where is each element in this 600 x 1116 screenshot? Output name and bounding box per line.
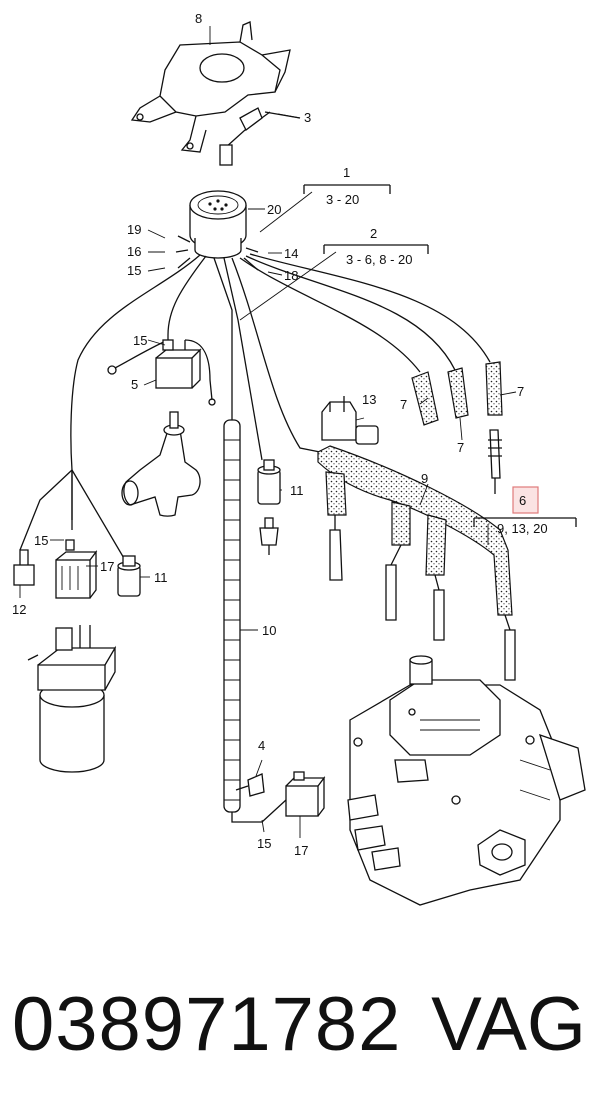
footer: 038971782 VAG [0,975,600,1095]
clip-4 [235,773,265,797]
callout-11a: 11 [290,483,304,498]
callout-9: 9 [421,471,428,486]
callout-19: 19 [127,222,141,237]
callout-8: 8 [195,11,202,26]
callout-15b: 15 [133,333,147,348]
ignition-coil [27,625,117,773]
wiring-harness-diagram: 8 3 1 3 - 20 20 2 3 - 6, 8 - 20 19 16 15… [12,11,586,906]
callout-10: 10 [262,623,276,638]
callout-2: 2 [370,226,377,241]
callout-labels: 8 3 1 3 - 20 20 2 3 - 6, 8 - 20 19 16 15… [12,11,548,858]
callout-5: 5 [131,377,138,392]
connector-12 [13,549,35,586]
callout-18: 18 [284,268,298,283]
callout-15c: 15 [34,533,48,548]
callout-4: 4 [258,738,265,753]
group-bracket-1 [259,184,391,233]
mounting-bracket [130,21,291,153]
glow-plug-caps [411,361,503,494]
sensor-11a [257,459,281,505]
mount-clip-13 [321,396,379,445]
callout-12: 12 [12,602,26,617]
round-connector [189,190,247,259]
callout-14: 14 [284,246,298,261]
callout-7a: 7 [400,397,407,412]
callout-1: 1 [343,165,350,180]
brand-label: VAG [431,982,586,1067]
callout-3: 3 [304,110,311,125]
group-bracket-2 [239,244,429,321]
callout-7c: 7 [517,384,524,399]
callout-15a: 15 [127,263,141,278]
callout-6-range: 9, 13, 20 [497,521,548,536]
callout-20: 20 [267,202,281,217]
callout-13: 13 [362,392,376,407]
glow-plug-harness [317,445,516,681]
group-bracket-6 [473,486,577,545]
leader-lines [19,26,517,838]
callout-2-range: 3 - 6, 8 - 20 [346,252,412,267]
relay-5 [107,339,216,406]
highlight-box-6 [512,486,539,514]
callout-6: 6 [519,493,526,508]
callout-17a: 17 [100,559,114,574]
callout-16: 16 [127,244,141,259]
sensor-lead [219,107,301,166]
callout-15d: 15 [257,836,271,851]
callout-17b: 17 [294,843,308,858]
coolant-flange [121,411,201,517]
connector-17a [55,539,98,599]
sensor-11c [117,555,141,597]
harness-wires [19,235,491,561]
corrugated-sleeve [223,419,262,823]
temp-switch [259,517,279,555]
callout-7b: 7 [457,440,464,455]
callout-1-range: 3 - 20 [326,192,359,207]
injection-pump [347,655,586,906]
callout-11c: 11 [154,570,168,585]
connector-17b [261,771,326,823]
part-number: 038971782 [12,982,402,1067]
